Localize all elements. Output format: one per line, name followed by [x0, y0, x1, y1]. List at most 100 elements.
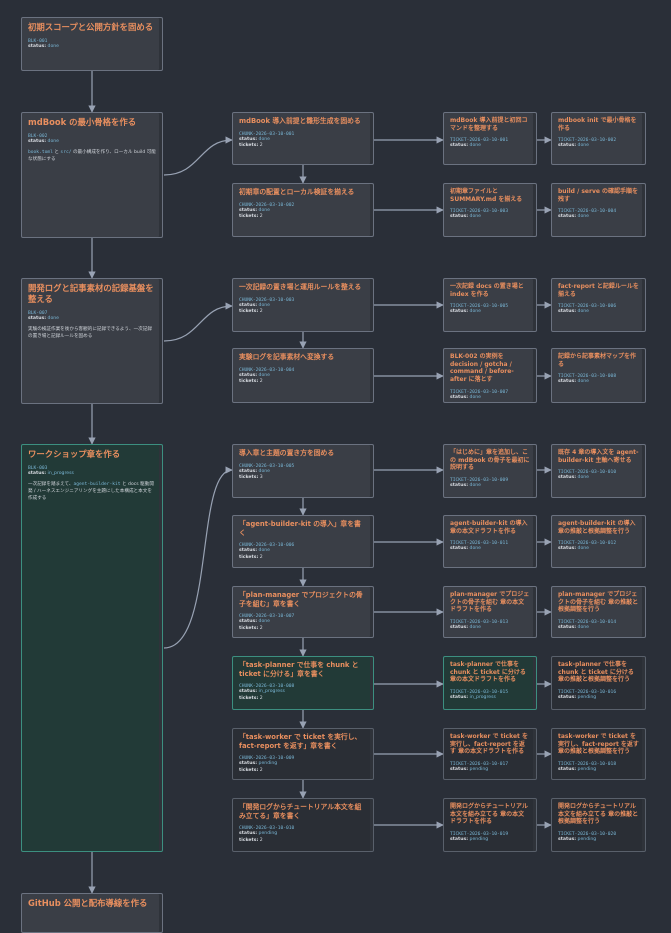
- tickets-count: 2: [259, 309, 263, 315]
- block-node-blk-001[interactable]: 初期スコープと公開方針を固める BLK-001 status: done: [21, 17, 163, 71]
- chunk-node-010[interactable]: 「開発ログからチュートリアル本文を組み立てる」章を書く CHUNK-2026-0…: [232, 798, 374, 852]
- ticket-node-010[interactable]: 既存 4 章の導入文を agent-builder-kit 主軸へ寄せる TIC…: [551, 444, 646, 498]
- status-value: done: [469, 143, 482, 149]
- status-label: status:: [450, 214, 469, 220]
- block-node-blk-003[interactable]: ワークショップ章を作る BLK-003 status: in_progress …: [21, 444, 163, 852]
- status-label: status:: [450, 695, 469, 701]
- ticket-id: TICKET-2026-03-10-015: [450, 690, 509, 696]
- chunk-node-001[interactable]: mdBook 導入前提と雛形生成を固める CHUNK-2026-03-10-00…: [232, 112, 374, 165]
- desc-text: の最小構成を作り、ローカル build 可能な状態にする: [28, 150, 156, 163]
- status-value: done: [47, 138, 60, 144]
- ticket-id: TICKET-2026-03-10-002: [558, 138, 617, 144]
- chunk-node-009[interactable]: 「task-worker で ticket を実行し、fact-report を…: [232, 728, 374, 780]
- chunk-node-005[interactable]: 導入章と主題の置き方を固める CHUNK-2026-03-10-005 stat…: [232, 444, 374, 498]
- ticket-node-011[interactable]: agent-builder-kit の導入 章の本文ドラフトを作る TICKET…: [443, 515, 537, 568]
- block-description: 実験の検証作業を後から客観的に記録できるよう、一次記録の置き場と記録ルールを固め…: [28, 327, 152, 340]
- ticket-node-014[interactable]: plan-manager でプロジェクトの骨子を組む 章の推敲と根拠調整を行う …: [551, 586, 646, 638]
- status-value: pending: [258, 761, 278, 767]
- block-title: ワークショップ章を作る: [28, 449, 121, 459]
- status-label: status:: [558, 625, 577, 631]
- status-value: done: [577, 475, 590, 481]
- chunk-id: CHUNK-2026-03-10-003: [239, 297, 295, 303]
- ticket-node-019[interactable]: 開発ログからチュートリアル本文を組み立てる 章の本文ドラフトを作る TICKET…: [443, 798, 537, 852]
- edge-blk007-chunk003: [163, 302, 233, 342]
- status-value: done: [577, 214, 590, 220]
- ticket-node-015[interactable]: task-planner で仕事を chunk と ticket に分ける 章の…: [443, 656, 537, 710]
- chunk-node-004[interactable]: 実験ログを記事素材へ変換する CHUNK-2026-03-10-004 stat…: [232, 348, 374, 403]
- ticket-node-006[interactable]: fact-report と記録ルールを揃える TICKET-2026-03-10…: [551, 278, 646, 332]
- chunk-node-002[interactable]: 初期章の配置とローカル検証を揃える CHUNK-2026-03-10-002 s…: [232, 183, 374, 237]
- ticket-node-012[interactable]: agent-builder-kit の導入 章の推敲と根拠調整を行う TICKE…: [551, 515, 646, 568]
- ticket-id: TICKET-2026-03-10-018: [558, 762, 617, 768]
- ticket-id: TICKET-2026-03-10-019: [450, 832, 509, 838]
- status-value: done: [577, 546, 590, 552]
- ticket-node-013[interactable]: plan-manager でプロジェクトの骨子を組む 章の本文ドラフトを作る T…: [443, 586, 537, 638]
- status-value: pending: [577, 695, 597, 701]
- status-value: done: [577, 309, 590, 315]
- ticket-title: 初期章ファイルと SUMMARY.md を揃える: [450, 188, 523, 203]
- tickets-count: 2: [259, 768, 263, 774]
- chunk-node-008[interactable]: 「task-planner で仕事を chunk と ticket に分ける」章…: [232, 656, 374, 710]
- status-label: status:: [450, 546, 469, 552]
- status-value: done: [258, 468, 271, 474]
- status-label: status:: [239, 468, 258, 474]
- block-description: 一次記録を踏まえて、agent-builder-kit と docs 駆動開発 …: [28, 482, 156, 503]
- status-label: status:: [558, 475, 577, 481]
- ticket-node-008[interactable]: 記録から記事素材マップを作る TICKET-2026-03-10-008 sta…: [551, 348, 646, 403]
- status-label: status:: [450, 483, 469, 489]
- ticket-node-007[interactable]: BLK-002 の実例を decision / gotcha / command…: [443, 348, 537, 403]
- ticket-node-018[interactable]: task-worker で ticket を実行し、fact-report を返…: [551, 728, 646, 780]
- status-label: status:: [28, 138, 47, 144]
- ticket-id: TICKET-2026-03-10-005: [450, 304, 509, 310]
- ticket-title: BLK-002 の実例を decision / gotcha / command…: [450, 353, 514, 384]
- chunk-id: CHUNK-2026-03-10-009: [239, 756, 295, 762]
- ticket-node-002[interactable]: mdbook init で最小骨格を作る TICKET-2026-03-10-0…: [551, 112, 646, 165]
- ticket-node-004[interactable]: build / serve の確認手順を残す TICKET-2026-03-10…: [551, 183, 646, 237]
- status-value: done: [469, 394, 482, 400]
- ticket-node-005[interactable]: 一次記録 docs の置き場と index を作る TICKET-2026-03…: [443, 278, 537, 332]
- chunk-title: 初期章の配置とローカル検証を揃える: [239, 188, 355, 196]
- block-node-blk-007[interactable]: 開発ログと記事素材の記録基盤を整える BLK-007 status: done …: [21, 278, 163, 404]
- block-node-blk-004[interactable]: GitHub 公開と配布導線を作る: [21, 893, 163, 933]
- tickets-label: tickets:: [239, 309, 259, 315]
- ticket-id: TICKET-2026-03-10-001: [450, 138, 509, 144]
- status-label: status:: [239, 136, 258, 142]
- status-value: pending: [258, 831, 278, 837]
- tickets-label: tickets:: [239, 555, 259, 561]
- ticket-node-017[interactable]: task-worker で ticket を実行し、fact-report を返…: [443, 728, 537, 780]
- chunk-id: CHUNK-2026-03-10-002: [239, 202, 295, 208]
- tickets-label: tickets:: [239, 143, 259, 149]
- connector-layer: [88, 71, 552, 894]
- ticket-id: TICKET-2026-03-10-012: [558, 541, 617, 547]
- ticket-node-001[interactable]: mdBook 導入前提と初回コマンドを整理する TICKET-2026-03-1…: [443, 112, 537, 165]
- block-node-blk-002[interactable]: mdBook の最小骨格を作る BLK-002 status: done boo…: [21, 112, 163, 238]
- block-title: 初期スコープと公開方針を固める: [28, 22, 154, 32]
- ticket-node-009[interactable]: 「はじめに」章を追加し、この mdBook の骨子を最初に説明する TICKET…: [443, 444, 537, 498]
- chunk-title: mdBook 導入前提と雛形生成を固める: [239, 117, 361, 125]
- status-label: status:: [239, 372, 258, 378]
- chunk-title: 「plan-manager でプロジェクトの骨子を組む」章を書く: [239, 591, 363, 608]
- ticket-node-020[interactable]: 開発ログからチュートリアル本文を組み立てる 章の推敲と根拠調整を行う TICKE…: [551, 798, 646, 852]
- status-value: done: [258, 207, 271, 213]
- status-label: status:: [28, 470, 47, 476]
- tickets-label: tickets:: [239, 379, 259, 385]
- ticket-id: TICKET-2026-03-10-016: [558, 690, 617, 696]
- block-description: book.toml と src/ の最小構成を作り、ローカル build 可能な…: [28, 150, 156, 164]
- ticket-title: build / serve の確認手順を残す: [558, 188, 639, 203]
- status-value: done: [258, 548, 271, 554]
- tickets-count: 3: [259, 475, 263, 481]
- tickets-count: 2: [259, 696, 263, 702]
- status-value: done: [469, 546, 482, 552]
- chunk-node-003[interactable]: 一次記録の置き場と運用ルールを整える CHUNK-2026-03-10-003 …: [232, 278, 374, 332]
- chunk-node-006[interactable]: 「agent-builder-kit の導入」章を書く CHUNK-2026-0…: [232, 515, 374, 568]
- chunk-node-007[interactable]: 「plan-manager でプロジェクトの骨子を組む」章を書く CHUNK-2…: [232, 586, 374, 638]
- tickets-count: 2: [259, 379, 263, 385]
- chunk-id: CHUNK-2026-03-10-010: [239, 826, 295, 832]
- ticket-id: TICKET-2026-03-10-014: [558, 620, 617, 626]
- status-label: status:: [450, 143, 469, 149]
- status-label: status:: [558, 695, 577, 701]
- ticket-node-003[interactable]: 初期章ファイルと SUMMARY.md を揃える TICKET-2026-03-…: [443, 183, 537, 237]
- ticket-node-016[interactable]: task-planner で仕事を chunk と ticket に分ける 章の…: [551, 656, 646, 710]
- ticket-title: plan-manager でプロジェクトの骨子を組む 章の本文ドラフトを作る: [450, 591, 530, 614]
- status-label: status:: [239, 689, 258, 695]
